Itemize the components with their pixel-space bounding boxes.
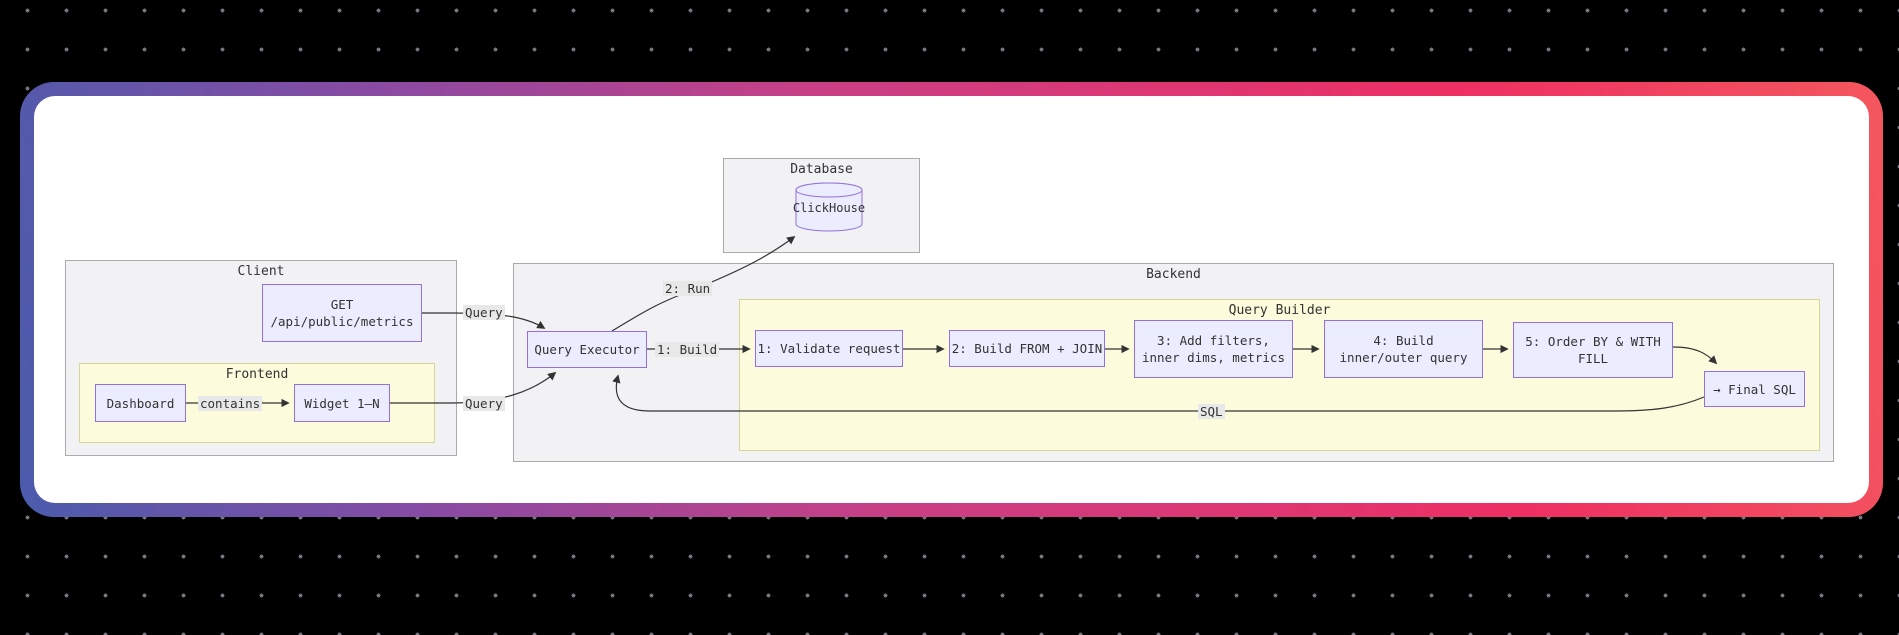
node-step1-validate: 1: Validate request xyxy=(755,330,903,367)
node-get-endpoint: GET /api/public/metrics xyxy=(262,284,422,342)
node-dashboard: Dashboard xyxy=(95,384,186,422)
node-clickhouse: ClickHouse xyxy=(792,201,866,215)
node-step5-order-fill: 5: Order BY & WITH FILL xyxy=(1513,322,1673,378)
edge-label-query-top: Query xyxy=(463,305,505,320)
edge-finalsql-executor xyxy=(612,374,1705,412)
node-widget: Widget 1–N xyxy=(294,384,390,422)
node-query-executor: Query Executor xyxy=(527,331,647,368)
cluster-database-label: Database xyxy=(790,162,853,177)
node-get-endpoint-line1: GET xyxy=(330,297,354,312)
node-get-endpoint-line2: /api/public/metrics xyxy=(270,314,414,329)
node-step2-from-join: 2: Build FROM + JOIN xyxy=(949,330,1105,367)
clickhouse-cylinder-shape xyxy=(795,182,863,232)
cluster-query-builder-label: Query Builder xyxy=(1228,303,1331,318)
edge-widget-executor xyxy=(390,371,557,404)
node-step4-inner-outer: 4: Build inner/outer query xyxy=(1324,320,1483,378)
edge-step5-finalsql xyxy=(1672,346,1718,365)
node-step5-line2: FILL xyxy=(1577,351,1609,366)
node-step4-line2: inner/outer query xyxy=(1339,350,1468,365)
edge-label-build: 1: Build xyxy=(655,342,720,357)
node-step3-filters: 3: Add filters, inner dims, metrics xyxy=(1134,320,1293,378)
edge-label-run: 2: Run xyxy=(663,281,713,296)
edge-get-executor xyxy=(422,312,546,329)
cluster-client-label: Client xyxy=(237,264,285,279)
node-final-sql: → Final SQL xyxy=(1704,371,1805,407)
node-step4-line1: 4: Build xyxy=(1373,333,1434,348)
edge-label-contains: contains xyxy=(198,396,263,411)
node-step3-line1: 3: Add filters, xyxy=(1157,333,1270,348)
cluster-backend-label: Backend xyxy=(1146,267,1201,282)
node-step5-line1: 5: Order BY & WITH xyxy=(1525,334,1661,349)
cluster-frontend-label: Frontend xyxy=(225,367,289,382)
cluster-database: Database xyxy=(723,158,920,253)
edge-label-sql: SQL xyxy=(1198,404,1225,419)
node-step3-line2: inner dims, metrics xyxy=(1142,350,1285,365)
edge-label-query-bottom: Query xyxy=(463,396,505,411)
